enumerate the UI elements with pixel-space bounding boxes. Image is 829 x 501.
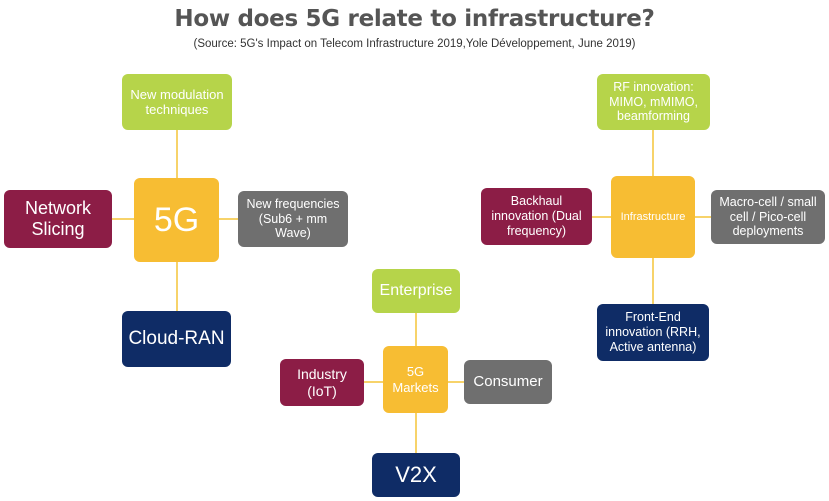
front-end-innovation-box: Front-End innovation (RRH, Active antenn… [597, 304, 709, 361]
infrastructure-center-label: Infrastructure [620, 210, 686, 223]
5g-markets-center-label: 5G Markets [392, 364, 439, 395]
consumer-label: Consumer [473, 373, 543, 391]
new-modulation-label: New modulation techniques [130, 86, 224, 117]
front-end-innovation-label: Front-End innovation (RRH, Active antenn… [605, 310, 701, 354]
new-modulation-box: New modulation techniques [122, 74, 232, 130]
macro-cell-label: Macro-cell / small cell / Pico-cell depl… [719, 194, 817, 239]
consumer-box: Consumer [464, 360, 552, 404]
5g-center-label: 5G [153, 200, 200, 239]
infrastructure-center-box: Infrastructure [611, 176, 695, 258]
rf-innovation-box: RF innovation: MIMO, mMIMO, beamforming [597, 74, 710, 130]
industry-iot-box: Industry (IoT) [280, 359, 364, 406]
new-frequencies-box: New frequencies (Sub6 + mm Wave) [238, 191, 348, 247]
cloud-ran-label: Cloud-RAN [128, 327, 225, 349]
industry-iot-label: Industry (IoT) [297, 365, 347, 399]
enterprise-label: Enterprise [379, 281, 453, 299]
macro-cell-box: Macro-cell / small cell / Pico-cell depl… [711, 190, 825, 244]
backhaul-innovation-box: Backhaul innovation (Dual frequency) [481, 188, 592, 245]
source-caption: (Source: 5G's Impact on Telecom Infrastr… [193, 38, 636, 50]
5g-center-box: 5G [134, 178, 219, 262]
5g-markets-center-box: 5G Markets [383, 346, 448, 413]
new-frequencies-label: New frequencies (Sub6 + mm Wave) [246, 196, 340, 241]
page-title: How does 5G relate to infrastructure? [174, 6, 655, 32]
v2x-label: V2X [395, 462, 437, 488]
network-slicing-label: Network Slicing [24, 197, 91, 239]
backhaul-innovation-label: Backhaul innovation (Dual frequency) [491, 194, 582, 238]
rf-innovation-label: RF innovation: MIMO, mMIMO, beamforming [609, 79, 698, 124]
enterprise-box: Enterprise [372, 269, 460, 313]
cloud-ran-box: Cloud-RAN [122, 311, 231, 367]
v2x-box: V2X [372, 453, 460, 497]
network-slicing-box: Network Slicing [4, 190, 112, 248]
